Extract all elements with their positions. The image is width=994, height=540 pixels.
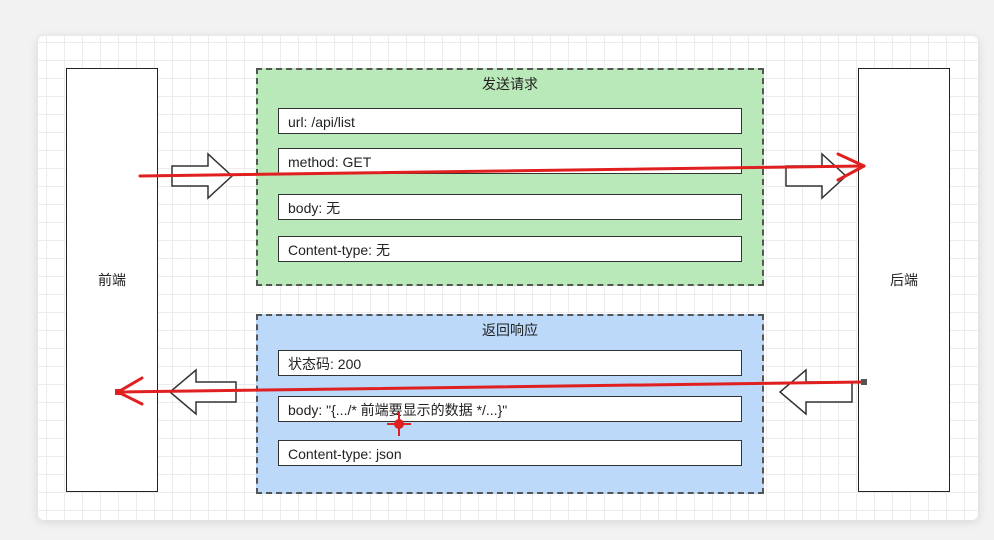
backend-label: 后端 — [890, 272, 918, 288]
response-arrow-right-icon — [778, 368, 853, 416]
red-response-arrow — [115, 376, 867, 406]
request-title: 发送请求 — [482, 76, 538, 92]
request-url-field: url: /api/list — [278, 108, 742, 134]
request-arrow-right-icon — [785, 152, 848, 200]
response-status-field: 状态码: 200 — [278, 350, 742, 376]
response-group: 返回响应 状态码: 200 body: "{.../* 前端要显示的数据 */.… — [256, 314, 764, 494]
frontend-label: 前端 — [98, 272, 126, 288]
backend-box: 后端 — [858, 68, 950, 492]
response-title: 返回响应 — [482, 322, 538, 338]
request-content-type-field: Content-type: 无 — [278, 236, 742, 262]
request-body-field: body: 无 — [278, 194, 742, 220]
red-request-arrow — [138, 152, 866, 182]
cursor-marker-icon — [387, 412, 411, 436]
request-group: 发送请求 url: /api/list method: GET body: 无 … — [256, 68, 764, 286]
response-content-type-field: Content-type: json — [278, 440, 742, 466]
response-body-field: body: "{.../* 前端要显示的数据 */...}" — [278, 396, 742, 422]
frontend-box: 前端 — [66, 68, 158, 492]
